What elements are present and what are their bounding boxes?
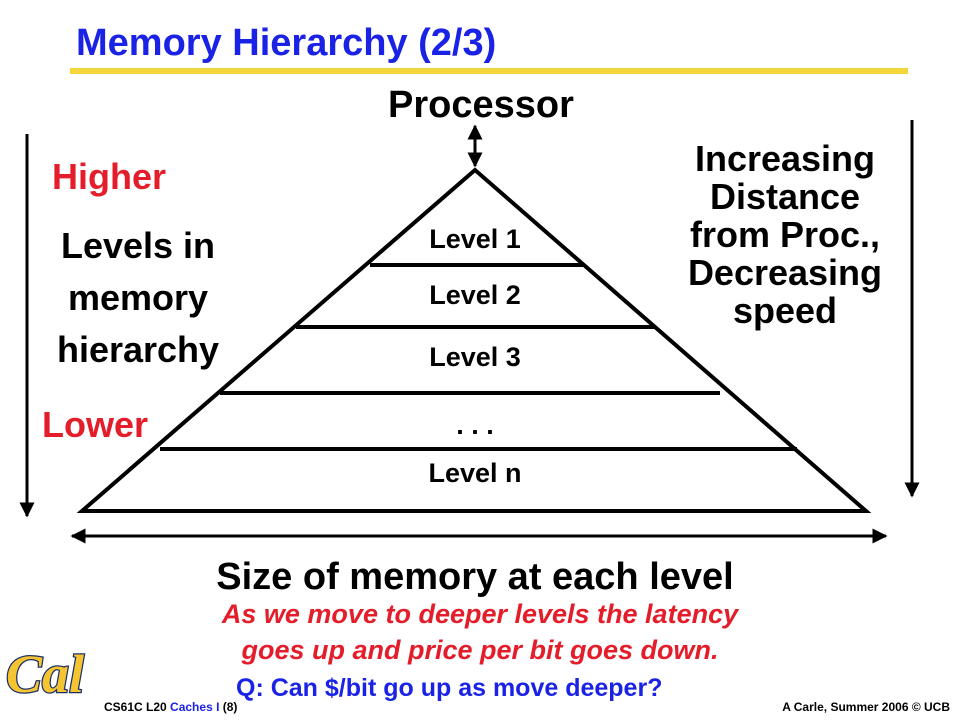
right-text-line-1: Increasing [694,138,876,179]
cal-logo-icon: Cal [5,643,86,704]
right-text-line-5: speed [732,290,838,331]
svg-text:Cal: Cal [6,644,84,704]
higher-label: Higher [52,156,167,197]
levels-text-line-1: Levels in [60,225,216,266]
levels-in-hierarchy-text: Levels in memory hierarchy [20,220,256,376]
processor-label: Processor [388,84,574,126]
distance-speed-text: Increasing Distance from Proc., Decreasi… [640,140,930,330]
size-of-memory-label: Size of memory at each level [216,556,734,598]
slide-title: Memory Hierarchy (2/3) [76,22,497,64]
right-text-line-4: Decreasing [687,252,883,293]
note-line-2: goes up and price per bit goes down. [241,635,719,665]
title-underline [70,68,908,74]
right-text-line-3: from Proc., [689,214,881,255]
level-3-label: Level 3 [429,342,521,372]
levels-text-line-3: hierarchy [56,329,220,370]
note-line-1: As we move to deeper levels the latency [221,599,739,629]
footer-topic: Caches I [170,700,220,714]
footer-course-info: CS61C L20 Caches I (8) [104,700,237,714]
level-1-label: Level 1 [429,224,521,254]
level-n-label: Level n [428,458,522,488]
levels-text-line-2: memory [67,277,209,318]
question-text: Q: Can $/bit go up as move deeper? [236,674,663,702]
footer-page: (8) [222,700,238,714]
level-ellipsis-label: . . . [456,410,494,440]
footer-course: CS61C L20 [104,700,167,714]
level-2-label: Level 2 [429,280,521,310]
footer-credit: A Carle, Summer 2006 © UCB [782,700,950,714]
latency-note: As we move to deeper levels the latency … [0,596,960,668]
right-text-line-2: Distance [709,176,861,217]
lower-label: Lower [42,404,149,445]
pyramid-outline [76,167,872,513]
